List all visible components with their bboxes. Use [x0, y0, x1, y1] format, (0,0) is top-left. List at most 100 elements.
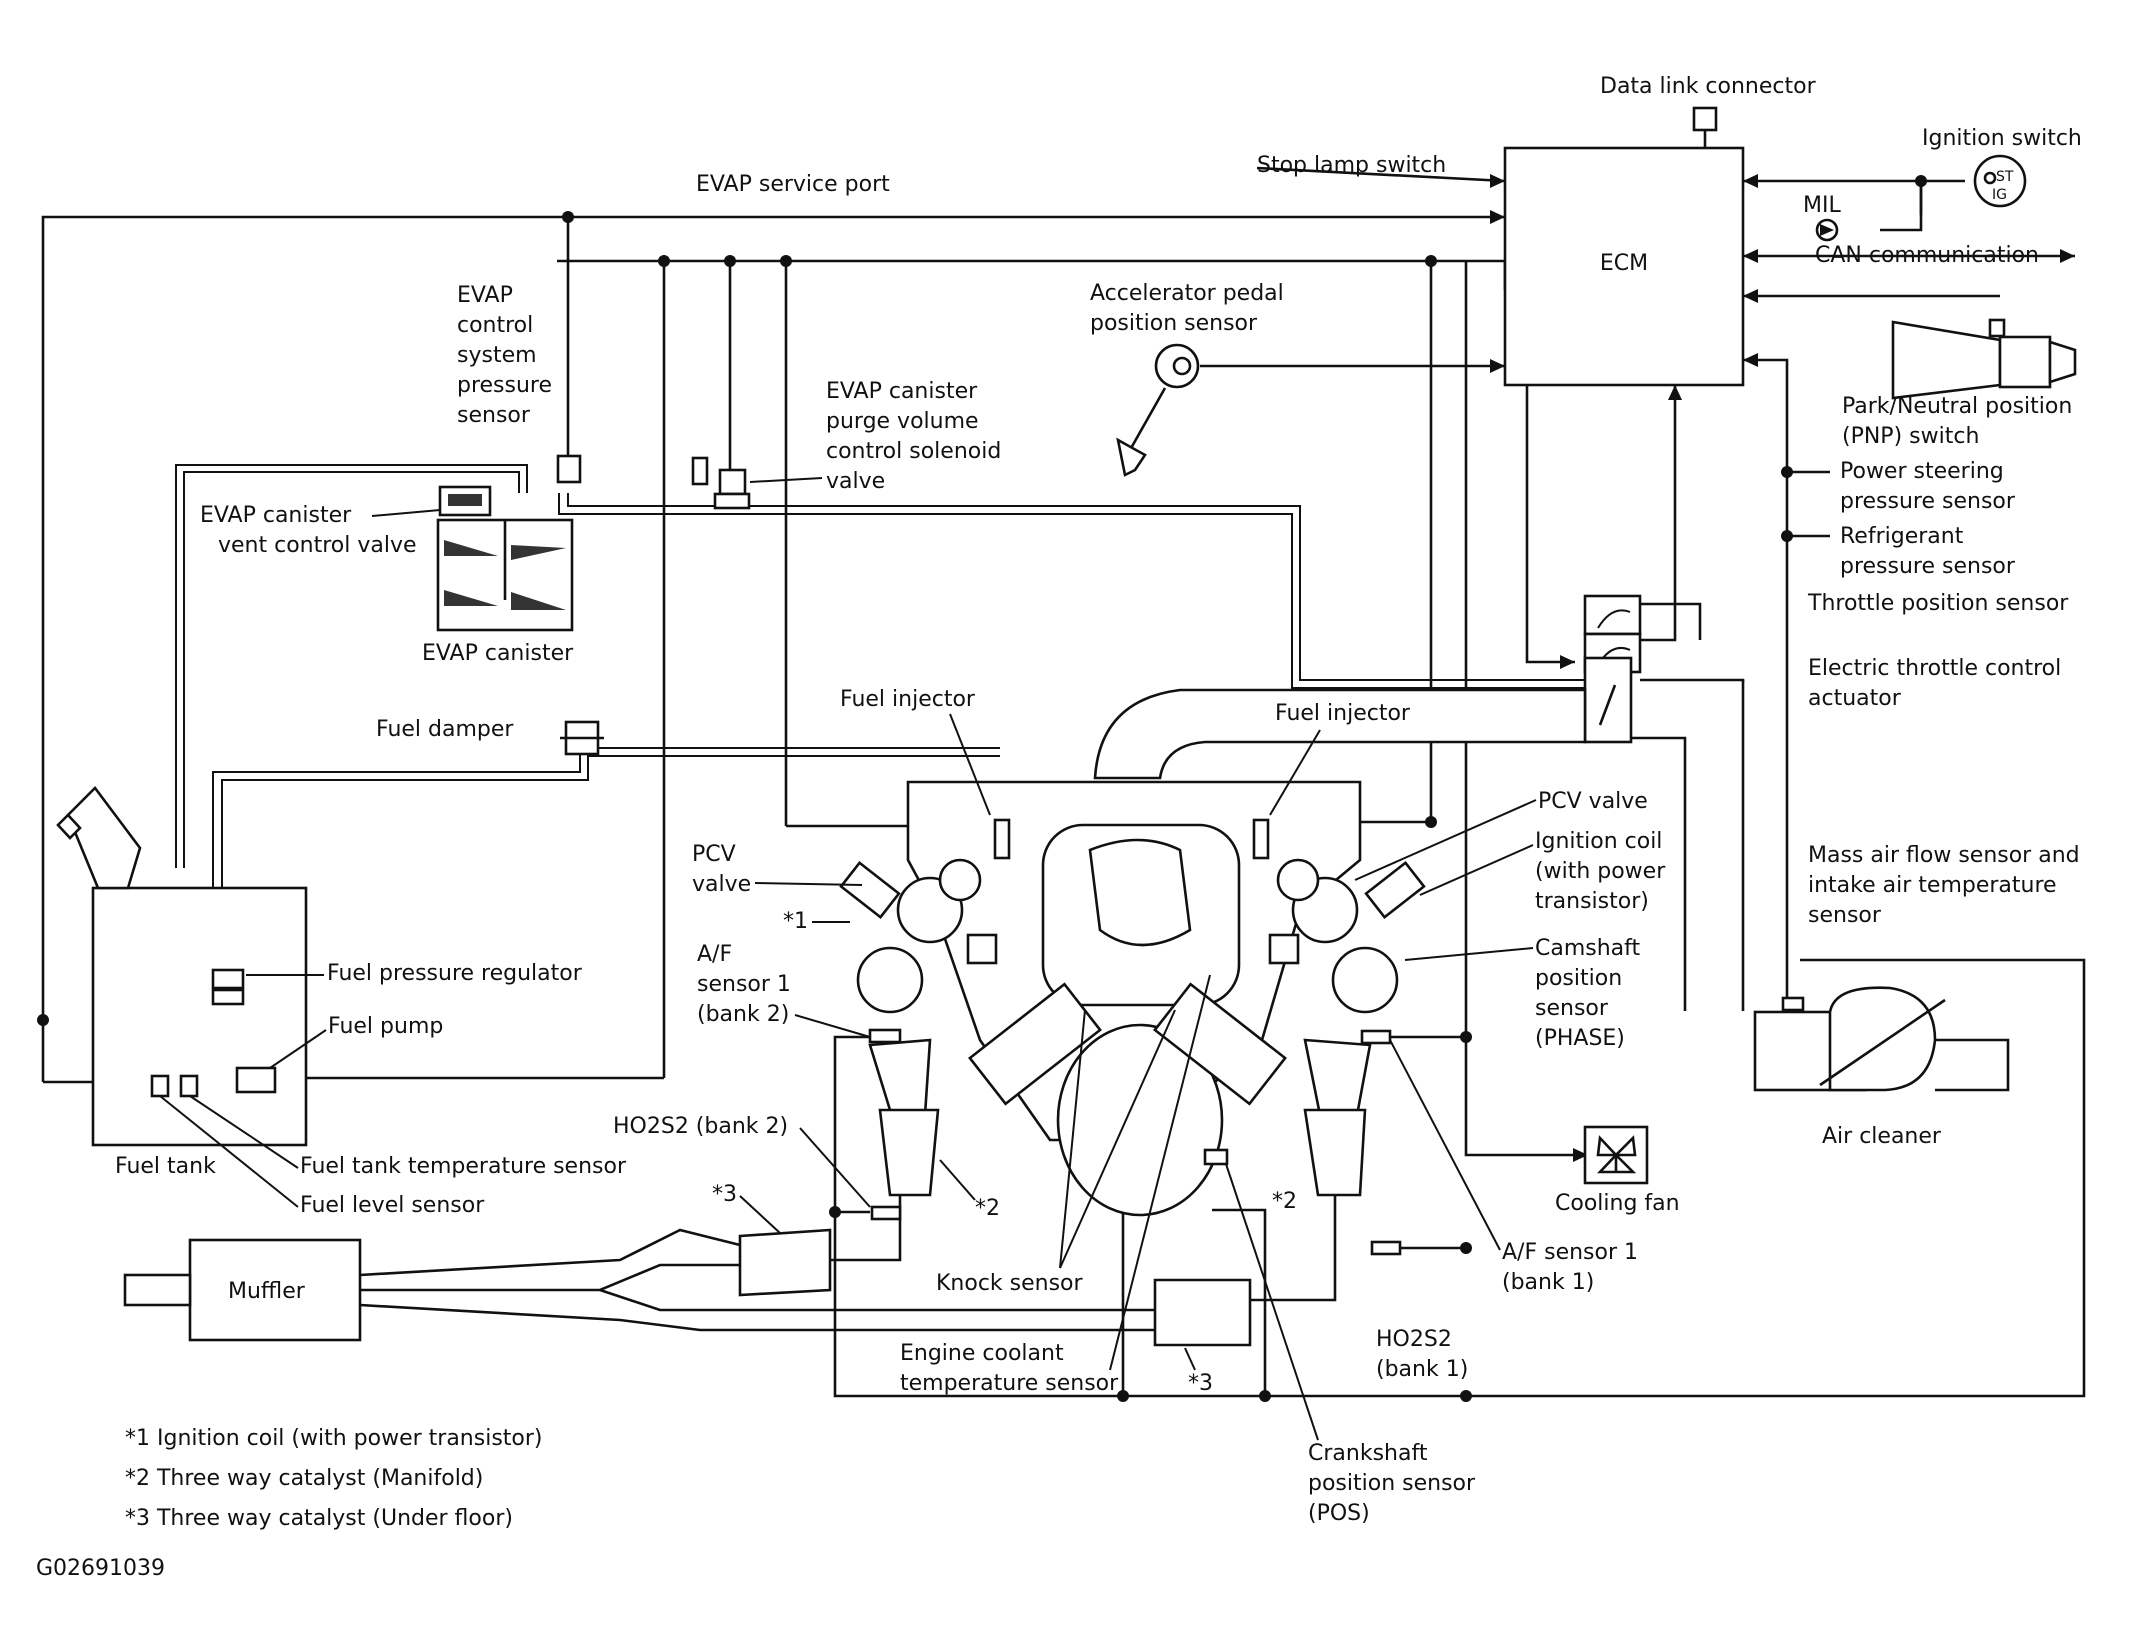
note-3: *3 Three way catalyst (Under floor) — [125, 1506, 513, 1531]
power-steering-label-2: pressure sensor — [1840, 489, 2016, 514]
fan-icon — [1583, 1125, 1649, 1185]
star3-right-label: *3 — [1188, 1371, 1213, 1396]
camshaft-label-3: sensor — [1535, 996, 1609, 1021]
mass-air-flow-label-3: sensor — [1808, 903, 1882, 928]
af-sensor-bank2 — [868, 1028, 902, 1044]
crankshaft-sensor — [1203, 1148, 1229, 1166]
fuel-injector-right-label: Fuel injector — [1275, 701, 1411, 726]
refrigerant-label-1: Refrigerant — [1840, 524, 1964, 549]
knock-sensor-label: Knock sensor — [936, 1271, 1084, 1296]
evap-canister — [436, 518, 574, 632]
ho2s2-bank2-label: HO2S2 (bank 2) — [613, 1114, 788, 1139]
evap-pressure-sensor — [556, 454, 582, 484]
evap-purge-label-1: EVAP canister — [826, 379, 978, 404]
evap-purge-label-3: control solenoid — [826, 439, 1001, 464]
pnp-switch-label-1: Park/Neutral position — [1842, 394, 2072, 419]
evap-pressure-label-5: sensor — [457, 403, 531, 428]
data-link-connector-label: Data link connector — [1600, 74, 1817, 99]
ignition-coil-label-3: transistor) — [1535, 889, 1649, 914]
crankshaft-label-2: position sensor — [1308, 1471, 1476, 1496]
power-steering-label-1: Power steering — [1840, 459, 2004, 484]
af-bank1-label-2: (bank 1) — [1502, 1270, 1594, 1295]
fuel-pump-label: Fuel pump — [328, 1014, 443, 1039]
fuel-pressure-regulator-label: Fuel pressure regulator — [327, 961, 583, 986]
fuel-damper — [560, 720, 604, 756]
electric-throttle-label-1: Electric throttle control — [1808, 656, 2061, 681]
pnp-switch-label-2: (PNP) switch — [1842, 424, 1979, 449]
throttle-position-sensor — [1583, 594, 1642, 636]
fuel-tank-label: Fuel tank — [115, 1154, 216, 1179]
stop-lamp-switch-label: Stop lamp switch — [1257, 153, 1446, 178]
evap-vent-label-2: vent control valve — [218, 533, 417, 558]
evap-canister-label: EVAP canister — [422, 641, 574, 666]
fuel-level-label: Fuel level sensor — [300, 1193, 485, 1218]
accelerator-pedal-label-2: position sensor — [1090, 311, 1258, 336]
ignition-coil-label-2: (with power — [1535, 859, 1666, 884]
fuel-injector-right — [1252, 818, 1270, 860]
star3-left-label: *3 — [712, 1182, 737, 1207]
throttle-position-sensor-label: Throttle position sensor — [1807, 591, 2069, 616]
evap-pressure-label-1: EVAP — [457, 283, 513, 308]
pnp-switch-icon — [1891, 318, 2077, 400]
fuel-injector-left-label: Fuel injector — [840, 687, 976, 712]
note-2: *2 Three way catalyst (Manifold) — [125, 1466, 483, 1491]
af-bank1-label-1: A/F sensor 1 — [1502, 1240, 1638, 1265]
pcv-valve-left-label-1: PCV — [692, 842, 736, 867]
af-bank2-label-1: A/F — [697, 942, 732, 967]
electric-throttle-label-2: actuator — [1808, 686, 1902, 711]
fuel-tank-temp-label: Fuel tank temperature sensor — [300, 1154, 627, 1179]
mass-air-flow-label-2: intake air temperature — [1808, 873, 2057, 898]
ho2s2-bank1-label-1: HO2S2 — [1376, 1327, 1452, 1352]
figure-id: G02691039 — [36, 1556, 165, 1581]
ignition-switch-icon — [1973, 154, 2027, 208]
mil-label: MIL — [1803, 193, 1841, 218]
evap-service-port-label: EVAP service port — [696, 172, 890, 197]
star2-right-label: *2 — [1272, 1189, 1297, 1214]
refrigerant-label-2: pressure sensor — [1840, 554, 2016, 579]
engine-coolant-label-1: Engine coolant — [900, 1341, 1064, 1366]
camshaft-label-4: (PHASE) — [1535, 1026, 1625, 1051]
data-link-connector — [1692, 106, 1718, 132]
evap-pressure-label-2: control — [457, 313, 533, 338]
evap-purge-label-2: purge volume — [826, 409, 979, 434]
star1-label: *1 — [783, 909, 808, 934]
fuel-tank — [56, 786, 308, 1147]
muffler-label: Muffler — [228, 1279, 306, 1304]
evap-service-port — [691, 456, 709, 486]
ignition-coil-label-1: Ignition coil — [1535, 829, 1662, 854]
ignition-switch-label: Ignition switch — [1922, 126, 2082, 151]
ign-st-label: ST — [1996, 169, 2014, 185]
mass-air-flow-label-1: Mass air flow sensor and — [1808, 843, 2080, 868]
air-cleaner — [1753, 986, 2010, 1092]
ho2s2-bank1-label-2: (bank 1) — [1376, 1357, 1468, 1382]
exhaust-system — [359, 1038, 1372, 1347]
ho2s2-bank1-sensor — [1370, 1240, 1402, 1256]
note-1: *1 Ignition coil (with power transistor) — [125, 1426, 543, 1451]
af-bank2-label-2: sensor 1 — [697, 972, 791, 997]
evap-purge-label-4: valve — [826, 469, 885, 494]
engine — [839, 688, 1587, 1217]
pcv-valve-left-label-2: valve — [692, 872, 751, 897]
crankshaft-label-3: (POS) — [1308, 1501, 1370, 1526]
camshaft-label-1: Camshaft — [1535, 936, 1641, 961]
star2-left-label: *2 — [975, 1196, 1000, 1221]
pedal-icon — [1116, 343, 1200, 477]
camshaft-label-2: position — [1535, 966, 1622, 991]
ecm-box — [1503, 146, 1745, 387]
ho2s2-bank2-sensor — [870, 1205, 902, 1221]
ecm-label: ECM — [1600, 251, 1648, 276]
evap-pressure-label-3: system — [457, 343, 537, 368]
evap-pressure-label-4: pressure — [457, 373, 552, 398]
cooling-fan-label: Cooling fan — [1555, 1191, 1680, 1216]
evap-vent-label-1: EVAP canister — [200, 503, 352, 528]
accelerator-pedal-label-1: Accelerator pedal — [1090, 281, 1284, 306]
engine-coolant-label-2: temperature sensor — [900, 1371, 1119, 1396]
air-cleaner-label: Air cleaner — [1822, 1124, 1942, 1149]
can-communication-label: CAN communication — [1815, 243, 2039, 268]
evap-purge-valve-base — [713, 492, 751, 510]
pcv-valve-right-label: PCV valve — [1538, 789, 1648, 814]
tailpipe — [123, 1273, 192, 1307]
af-sensor-bank1 — [1360, 1029, 1392, 1045]
mil-icon — [1815, 218, 1839, 242]
